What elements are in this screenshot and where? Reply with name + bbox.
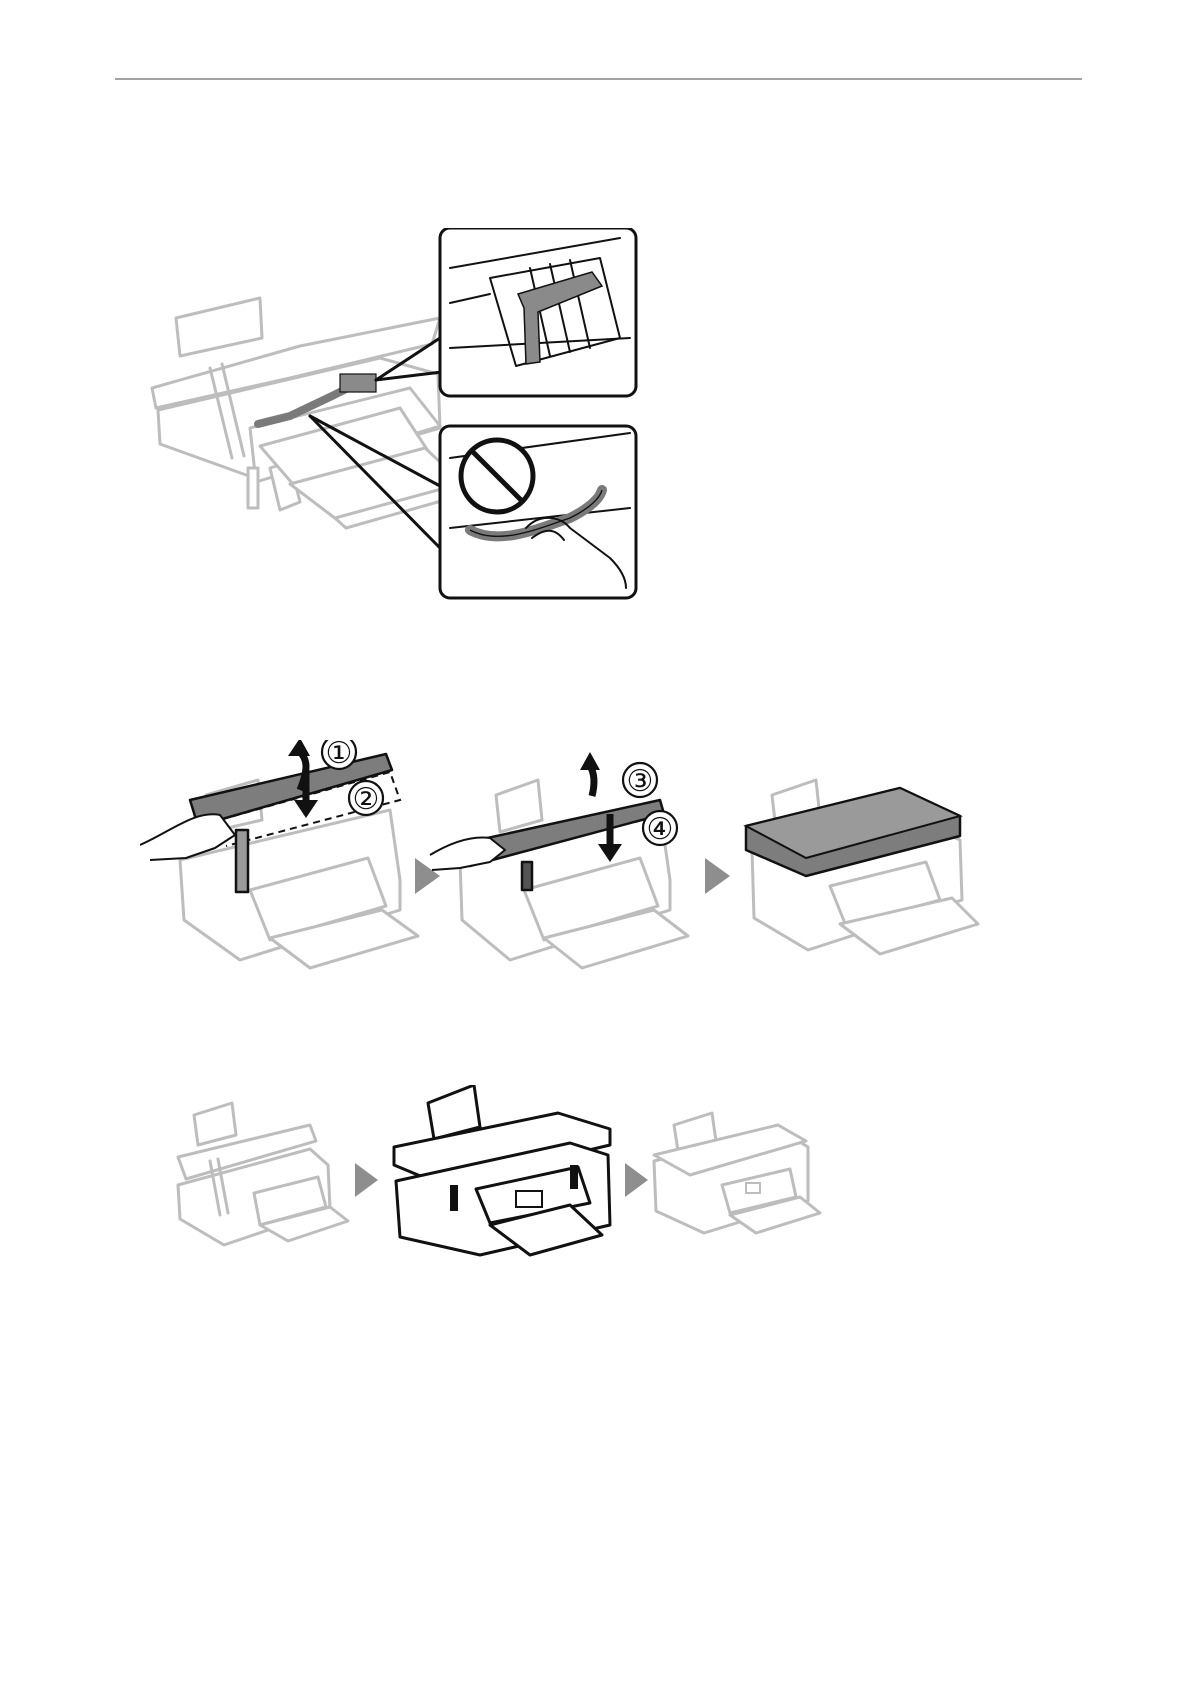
close-step-2: ③ ④ bbox=[430, 752, 688, 968]
callout-4: ④ bbox=[647, 812, 674, 847]
figure-close-scanner: ① ② ③ ④ bbox=[140, 740, 1000, 980]
sequence-step-1 bbox=[178, 1103, 348, 1245]
callout-2: ② bbox=[353, 782, 380, 817]
step-arrow-icon bbox=[355, 1163, 378, 1197]
callout-1: ① bbox=[326, 740, 353, 771]
prohibited-icon bbox=[461, 440, 533, 512]
close-step-3 bbox=[746, 780, 978, 954]
inset-tape-prohibited bbox=[440, 426, 636, 598]
step-arrow-icon bbox=[625, 1163, 648, 1197]
printer-open-illustration bbox=[152, 298, 473, 528]
step-arrow-icon bbox=[705, 858, 730, 894]
sequence-step-3 bbox=[654, 1113, 820, 1233]
sequence-step-2 bbox=[394, 1085, 610, 1255]
callout-3: ③ bbox=[627, 764, 654, 799]
close-step-1: ① ② bbox=[140, 740, 418, 968]
inset-tape-correct bbox=[440, 228, 636, 396]
header-rule bbox=[115, 78, 1082, 80]
arrow-up-icon bbox=[580, 752, 600, 796]
figure-scanner-sequence bbox=[170, 1085, 890, 1265]
figure-tape-removal bbox=[140, 228, 700, 618]
